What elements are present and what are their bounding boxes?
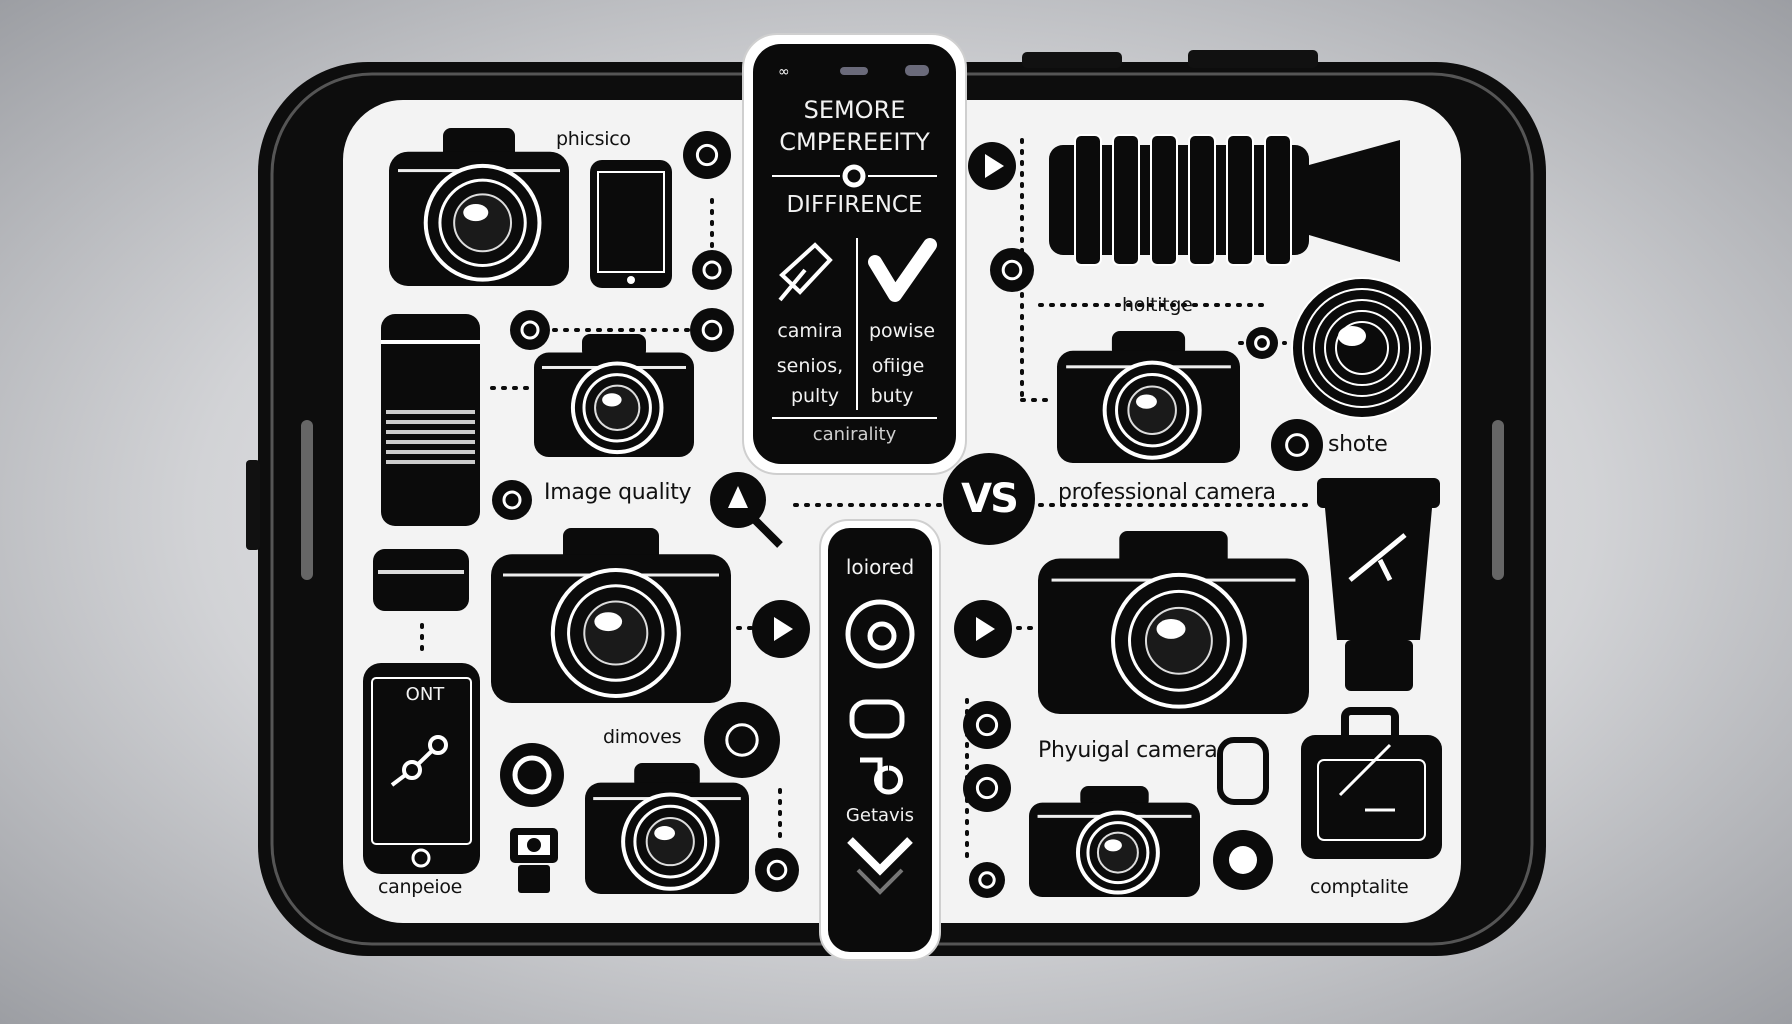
device-button-top-2 bbox=[1188, 50, 1318, 68]
center-subtitle: DIFFIRENCE bbox=[786, 192, 923, 218]
center-left-3: pulty bbox=[790, 385, 840, 407]
card-circle-icon bbox=[963, 701, 1011, 749]
camera-bag-icon bbox=[1301, 707, 1442, 859]
dslr-camera-icon bbox=[389, 128, 569, 286]
label-holtitge: holtitge bbox=[1122, 294, 1193, 316]
instant-camera-icon bbox=[585, 763, 749, 894]
center-title-2: CMPEREEITY bbox=[779, 128, 930, 156]
frame-circle-icon bbox=[963, 764, 1011, 812]
pen-icon bbox=[778, 242, 833, 302]
record-circle-icon bbox=[755, 848, 799, 892]
play-icon bbox=[976, 617, 995, 641]
camera-icon bbox=[534, 334, 694, 457]
search-disc-icon bbox=[845, 599, 915, 669]
play-icon bbox=[985, 154, 1004, 178]
down-arrow-circle-icon bbox=[692, 250, 732, 290]
center-title-1: SEMORE bbox=[803, 96, 906, 124]
label-shote: shote bbox=[1328, 432, 1388, 457]
label-dimoves: dimoves bbox=[603, 726, 682, 748]
center-phone-link-icon: ∞ bbox=[778, 64, 790, 80]
image-circle-icon bbox=[990, 248, 1034, 292]
photo-bubble-icon bbox=[704, 702, 780, 778]
chevron-down-secondary-icon bbox=[856, 868, 904, 895]
label-phicsico: phicsico bbox=[556, 128, 631, 150]
center-phone-camera bbox=[905, 65, 929, 76]
square-circle-icon bbox=[690, 308, 734, 352]
label-comptalite: comptalite bbox=[1310, 876, 1409, 898]
center-right-1: powise bbox=[868, 320, 936, 342]
chat-bubble-icon bbox=[849, 699, 905, 739]
phone-ont-label: ONT bbox=[405, 684, 445, 705]
zoom-lens-icon bbox=[381, 314, 480, 526]
center-right-3: buty bbox=[870, 385, 914, 407]
pin-icon bbox=[969, 862, 1005, 898]
signpost-icon bbox=[860, 757, 903, 795]
professional-camera-icon bbox=[1057, 331, 1240, 463]
center-phone-speaker bbox=[840, 67, 868, 75]
center-left-1: camira bbox=[777, 320, 843, 342]
vs-badge: VS bbox=[943, 453, 1035, 545]
mail-circle-icon bbox=[510, 310, 550, 350]
checkmark-icon bbox=[868, 238, 937, 302]
device-side-slot-right bbox=[1492, 420, 1504, 580]
camera-bag-circle-icon bbox=[683, 131, 731, 179]
center-left-2: senios, bbox=[776, 355, 844, 377]
close-circle-icon bbox=[1246, 327, 1278, 359]
shutter-circle-icon bbox=[1271, 419, 1323, 471]
smartphone-icon bbox=[363, 663, 480, 874]
aperture-icon bbox=[500, 743, 564, 807]
play-icon bbox=[774, 617, 793, 641]
play-button-left[interactable] bbox=[752, 600, 810, 658]
label-physical-camera: Phyuigal camera bbox=[1038, 738, 1218, 763]
small-camera-icon bbox=[510, 828, 558, 893]
label-canpeioe: canpeioe bbox=[378, 876, 463, 898]
magnifier-icon bbox=[867, 621, 897, 651]
device-button-top-1 bbox=[1022, 52, 1122, 68]
bottom-bar-screen bbox=[828, 528, 932, 952]
round-lens-icon bbox=[1291, 277, 1433, 419]
device-side-slot-left bbox=[301, 420, 313, 580]
center-right-2: ofiige bbox=[871, 355, 925, 377]
bottom-top-label: loiored bbox=[845, 555, 915, 579]
lens-cap-icon bbox=[373, 549, 469, 611]
webcam-icon bbox=[1213, 737, 1273, 890]
play-button-right[interactable] bbox=[954, 600, 1012, 658]
large-pro-camera-icon bbox=[1038, 531, 1309, 714]
play-button-top[interactable] bbox=[968, 142, 1016, 190]
search-pin-icon bbox=[710, 472, 783, 548]
lens-cup-icon bbox=[1317, 478, 1440, 691]
compact-camera-icon bbox=[1029, 786, 1200, 897]
label-professional-camera: professional camera bbox=[1058, 480, 1276, 505]
chevron-down-icon bbox=[847, 837, 913, 876]
large-camera-icon bbox=[491, 528, 731, 703]
label-image-quality: Image quality bbox=[544, 480, 692, 505]
center-footer: canirality bbox=[812, 424, 897, 445]
center-dot-icon bbox=[842, 164, 866, 188]
center-phone-screen bbox=[753, 44, 956, 464]
telephoto-lens-icon bbox=[1049, 134, 1400, 266]
device-side-button bbox=[246, 460, 260, 550]
bug-circle-icon bbox=[492, 480, 532, 520]
bottom-bottom-label: Getavis bbox=[845, 805, 915, 826]
phone-icon bbox=[590, 160, 672, 288]
